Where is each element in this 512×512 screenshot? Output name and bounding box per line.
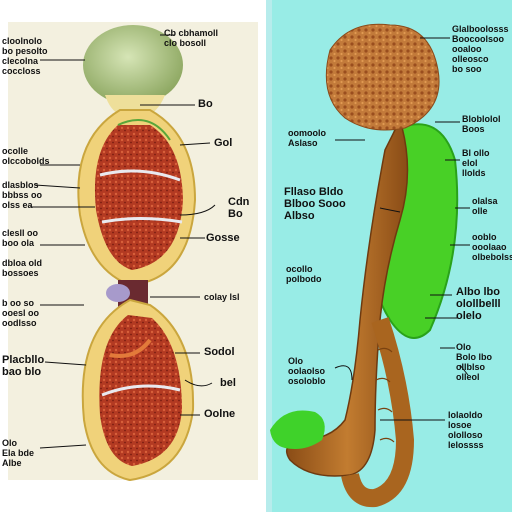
left-label-12: dlasblos bbbss oo olss ea bbox=[2, 180, 42, 210]
left-label-1: Cb cbhamoll clo bosoll bbox=[164, 28, 219, 48]
lower-lobe-tissue bbox=[99, 315, 182, 466]
spongy-top bbox=[325, 23, 440, 131]
panel-divider bbox=[266, 0, 272, 512]
right-label-2: oomoolo Aslaso bbox=[288, 128, 326, 148]
left-label-8: bel bbox=[220, 377, 236, 389]
right-label-11: Olo oolaolso osoloblo bbox=[288, 356, 326, 386]
upper-lobe-tissue bbox=[94, 125, 183, 270]
green-tip bbox=[270, 410, 325, 449]
left-label-14: dbloa old bossoes bbox=[2, 258, 42, 278]
left-label-10: cloolnolo bo pesolto clecolna coccloss bbox=[2, 36, 48, 76]
left-label-9: Oolne bbox=[204, 408, 236, 420]
right-label-4: Bl ollo elol llolds bbox=[462, 148, 490, 178]
left-leader-lines bbox=[30, 34, 216, 449]
lower-tract bbox=[341, 317, 415, 508]
left-label-16: Placbllo bao blo bbox=[2, 354, 45, 378]
left-label-13: clesll oo boo ola bbox=[2, 228, 39, 248]
brown-tract bbox=[285, 117, 409, 477]
right-label-6: olalsa olle bbox=[472, 196, 498, 216]
right-leader-lines bbox=[334, 37, 470, 421]
right-label-5: Fllaso Bldo Blboo Sooo Albso bbox=[284, 186, 346, 222]
right-label-8: ocollo polbodo bbox=[286, 264, 322, 284]
left-label-11: ocolle olccobolds bbox=[2, 146, 50, 166]
left-label-17: Olo Ela bde Albe bbox=[2, 438, 35, 468]
right-label-12: lolaoldo losoe ololloso lelossss bbox=[448, 410, 484, 450]
left-organ-illustration bbox=[30, 25, 216, 482]
right-label-9: Albo lbo olollbelll olelo bbox=[456, 286, 501, 322]
left-label-7: Sodol bbox=[204, 346, 235, 358]
upper-lobe-vessel bbox=[99, 169, 181, 182]
right-label-3: Bloblolol Boos bbox=[462, 114, 501, 134]
left-label-4: Cdn Bo bbox=[228, 196, 250, 220]
left-label-6: colay lsl bbox=[204, 292, 240, 302]
left-label-2: Bo bbox=[198, 98, 213, 110]
left-label-3: Gol bbox=[214, 137, 233, 149]
right-label-7: ooblo ooolaao olbebolss bbox=[472, 232, 512, 262]
violet-node bbox=[106, 284, 130, 302]
left-label-15: b oo so ooesl oo oodlsso bbox=[2, 298, 40, 328]
right-label-10: Olo Bolo lbo ollblso olleol bbox=[456, 342, 492, 382]
right-label-1: Glalboolosss Boocoolsoo ooaloo olleosco … bbox=[452, 24, 509, 74]
top-cap bbox=[83, 25, 183, 105]
left-label-5: Gosse bbox=[206, 232, 240, 244]
